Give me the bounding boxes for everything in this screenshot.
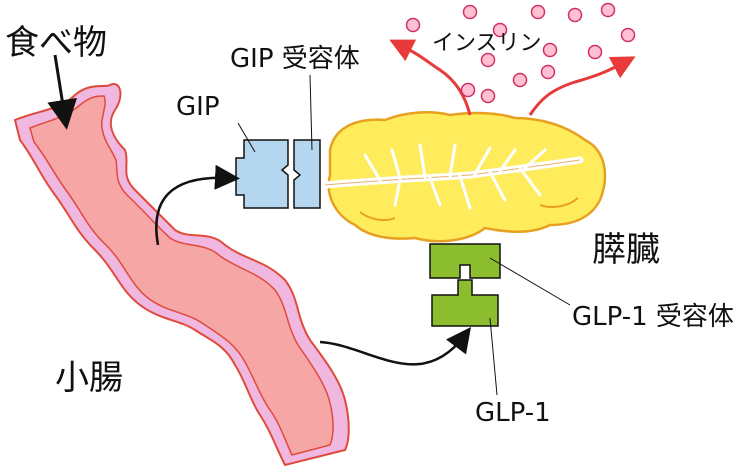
insulin-dot bbox=[542, 42, 558, 58]
insulin-arrow-right bbox=[528, 56, 636, 116]
insulin-dot bbox=[587, 44, 603, 60]
gip-arrow bbox=[155, 164, 240, 246]
glp1-block bbox=[431, 279, 499, 327]
insulin-dot bbox=[620, 27, 636, 43]
glp1-receptor-leader bbox=[489, 257, 571, 306]
glp1-receptor-block bbox=[429, 243, 501, 279]
pancreas-shape bbox=[321, 111, 607, 243]
insulin-dot bbox=[540, 64, 556, 80]
gip-receptor-block bbox=[293, 139, 321, 209]
insulin-dot bbox=[492, 22, 508, 38]
gip-leader bbox=[237, 122, 256, 153]
gip-label: GIP bbox=[176, 92, 220, 122]
insulin-dot bbox=[530, 4, 546, 20]
food-arrow bbox=[47, 54, 77, 130]
gip-block bbox=[235, 139, 289, 209]
glp1-receptor-label: GLP-1 受容体 bbox=[572, 302, 734, 332]
glp1-label: GLP-1 bbox=[475, 398, 551, 428]
insulin-dot bbox=[460, 82, 476, 98]
insulin-dot bbox=[512, 72, 528, 88]
pancreas-label: 膵臓 bbox=[592, 230, 660, 270]
insulin-dots bbox=[405, 2, 636, 104]
intestine-shape bbox=[13, 83, 350, 467]
insulin-label: インスリン bbox=[432, 31, 542, 56]
glp1-leader bbox=[489, 317, 498, 396]
insulin-dot bbox=[600, 2, 616, 18]
insulin-dot bbox=[405, 17, 421, 33]
insulin-dot bbox=[480, 88, 496, 104]
insulin-dot bbox=[480, 52, 496, 68]
insulin-dot bbox=[462, 4, 478, 20]
gip-receptor-leader bbox=[309, 74, 313, 151]
insulin-dot bbox=[567, 7, 583, 23]
small-intestine-label: 小腸 bbox=[55, 358, 123, 398]
glp1-arrow bbox=[319, 327, 472, 366]
food-label: 食べ物 bbox=[5, 23, 107, 63]
insulin-arrow-left bbox=[389, 39, 472, 116]
gip-receptor-label: GIP 受容体 bbox=[230, 44, 360, 74]
